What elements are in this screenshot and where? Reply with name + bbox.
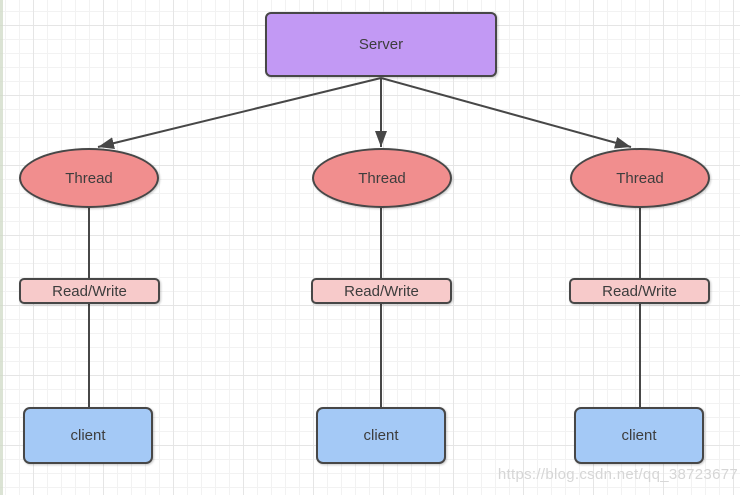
node-client-2: client bbox=[316, 407, 446, 464]
node-thread-1: Thread bbox=[19, 148, 159, 208]
server-label: Server bbox=[358, 36, 404, 53]
client-label: client bbox=[363, 427, 399, 444]
thread-label: Thread bbox=[616, 169, 664, 187]
edge-server-to-thread-3 bbox=[380, 77, 632, 149]
node-thread-2: Thread bbox=[312, 148, 452, 208]
readwrite-label: Read/Write bbox=[52, 282, 127, 300]
node-client-3: client bbox=[574, 407, 704, 464]
readwrite-label: Read/Write bbox=[602, 282, 677, 300]
node-client-1: client bbox=[23, 407, 153, 464]
watermark-url: https://blog.csdn.net/qq_38723677 bbox=[497, 466, 738, 483]
client-label: client bbox=[621, 427, 657, 444]
thread-label: Thread bbox=[65, 169, 113, 187]
node-readwrite-1: Read/Write bbox=[19, 278, 160, 304]
client-label: client bbox=[70, 427, 106, 444]
edge-server-to-thread-1 bbox=[97, 77, 382, 150]
readwrite-label: Read/Write bbox=[344, 282, 419, 300]
node-readwrite-2: Read/Write bbox=[311, 278, 452, 304]
node-readwrite-3: Read/Write bbox=[569, 278, 710, 304]
node-thread-3: Thread bbox=[570, 148, 710, 208]
node-server: Server bbox=[265, 12, 497, 77]
thread-label: Thread bbox=[358, 169, 406, 187]
